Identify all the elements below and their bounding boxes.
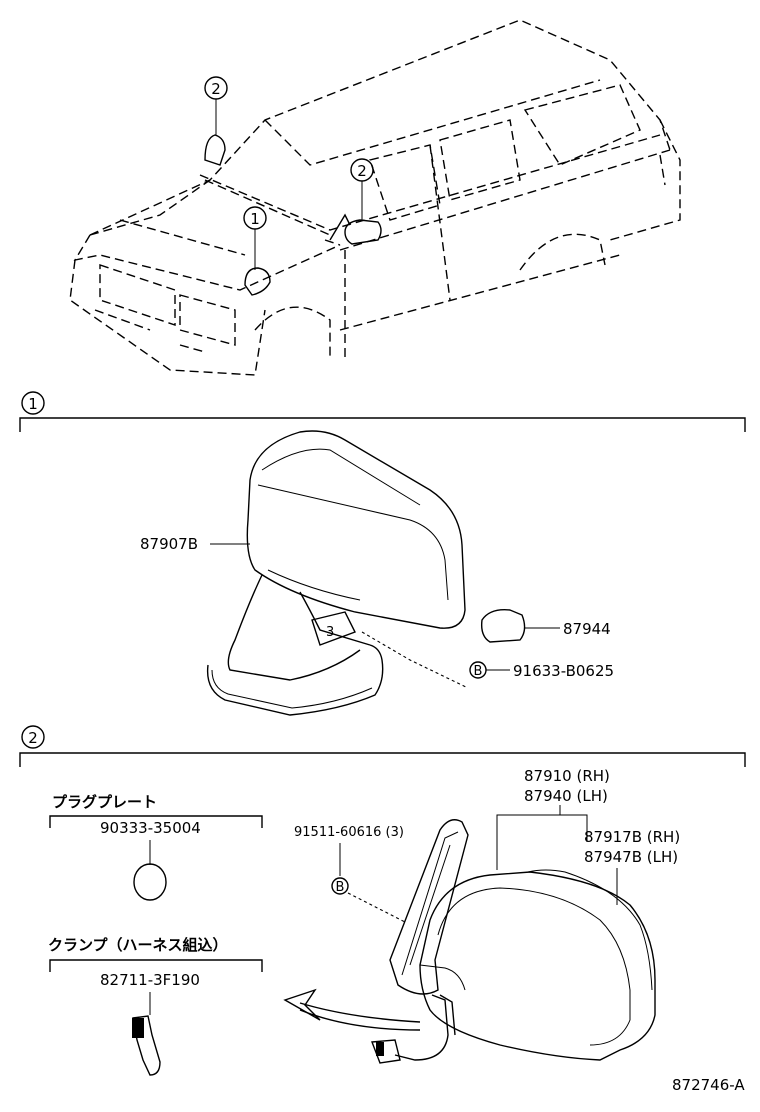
svg-text:クランプ（ハーネス組込）: クランプ（ハーネス組込） (48, 936, 228, 954)
svg-text:B: B (336, 880, 345, 895)
svg-text:91633-B0625: 91633-B0625 (513, 662, 614, 680)
vehicle-callout-1: 1 (243, 206, 267, 270)
svg-text:87910 (RH): 87910 (RH) (524, 767, 610, 785)
vehicle-illustration (69, 19, 681, 376)
part-91511-60616-label: 91511-60616 (3) B (294, 825, 406, 923)
svg-text:プラグプレート: プラグプレート (52, 793, 157, 811)
svg-text:1: 1 (250, 210, 260, 228)
direction-arrow (283, 988, 421, 1031)
part-87907B-label: 87907B (140, 535, 250, 553)
part-87917B-87947B-label: 87917B (RH) 87947B (LH) (584, 828, 680, 905)
figure-id: 872746-A (672, 1076, 745, 1094)
part-91633-B0625-label: B 91633-B0625 (361, 631, 614, 689)
part-87910-87940-label: 87910 (RH) 87940 (LH) (496, 767, 610, 870)
clamp-part (132, 1015, 161, 1076)
svg-text:1: 1 (28, 395, 38, 413)
section-2-header: 2 (19, 725, 746, 767)
svg-text:87947B (LH): 87947B (LH) (584, 848, 678, 866)
vehicle-callout-2-right: 2 (350, 158, 374, 220)
section-1-header: 1 (19, 391, 746, 432)
svg-text:82711-3F190: 82711-3F190 (100, 971, 200, 989)
part-87944-label: 87944 (525, 620, 611, 638)
svg-text:90333-35004: 90333-35004 (100, 819, 201, 837)
plug-plate-group: プラグプレート 90333-35004 (49, 793, 263, 901)
svg-text:87944: 87944 (563, 620, 611, 638)
svg-text:2: 2 (211, 80, 221, 98)
svg-text:91511-60616 (3): 91511-60616 (3) (294, 825, 404, 840)
door-mirror-illustration (371, 819, 656, 1064)
svg-text:87940 (LH): 87940 (LH) (524, 787, 608, 805)
fender-mirror-illustration: 3 (206, 430, 526, 716)
vehicle-callout-2-left: 2 (204, 76, 228, 135)
plug-plate-part (133, 863, 167, 901)
svg-text:3: 3 (326, 625, 334, 640)
svg-text:87907B: 87907B (140, 535, 198, 553)
clamp-group: クランプ（ハーネス組込） 82711-3F190 (48, 936, 263, 1076)
svg-text:2: 2 (357, 162, 367, 180)
svg-text:B: B (474, 664, 483, 679)
svg-text:87917B (RH): 87917B (RH) (584, 828, 680, 846)
svg-text:2: 2 (28, 729, 38, 747)
